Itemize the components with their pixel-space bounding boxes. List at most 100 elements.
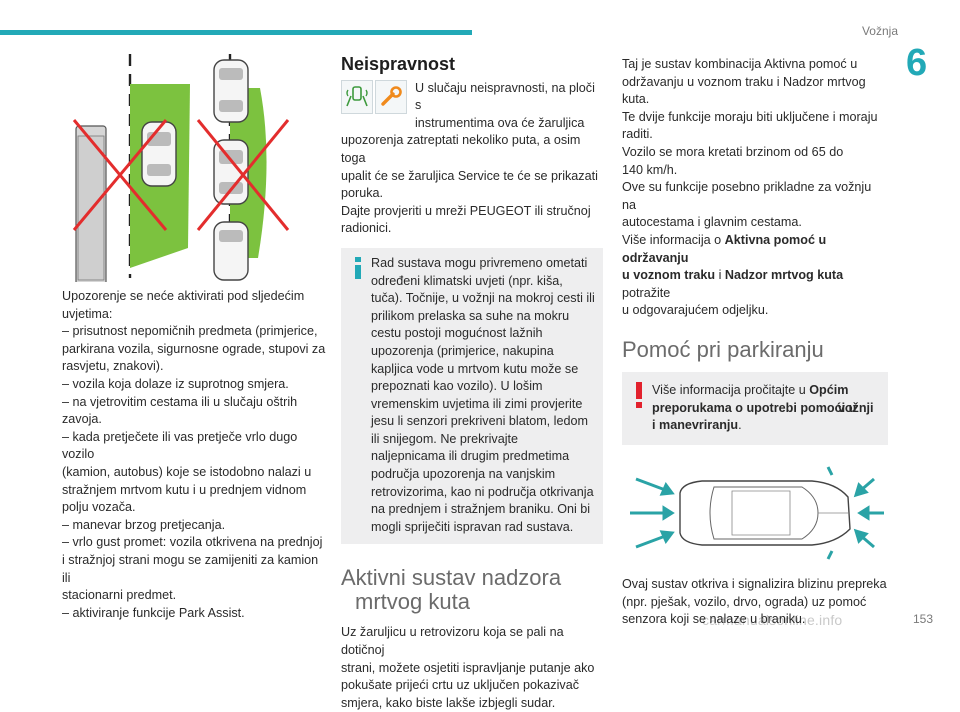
bold-run: Aktivna pomoć u održavanju xyxy=(622,232,827,265)
fault-warning-icons xyxy=(341,79,407,114)
text-line: se prepoznati kao vozilo). xyxy=(371,361,579,394)
text-line: rasvjetu, znakovi). xyxy=(62,359,164,374)
parking-sensors-illustration xyxy=(630,466,884,560)
text-line: smjera, kako biste lakše izbjegli sudar. xyxy=(341,695,556,710)
text-line: Rad sustava mogu privremeno ometati xyxy=(371,255,588,270)
text-line: određeni klimatski uvjeti (npr. kiša, tu… xyxy=(371,273,563,306)
more-info-line: Više informacija o Aktivna pomoć u održa… xyxy=(622,232,888,267)
column-3: Taj je sustav kombinacija Aktivna pomoć … xyxy=(622,56,888,629)
blind-spot-illustration xyxy=(62,52,330,287)
text-line: održavanju u voznom traku i Nadzor mrtvo… xyxy=(622,74,866,89)
warning-line: vožnji i manevriranju. xyxy=(652,401,874,433)
text-line: Ne prekrivajte naljepnicama ili drugim xyxy=(371,431,519,464)
text-line: mogućnost lažnih upozorenja (primjerice, xyxy=(371,326,543,358)
heading-line: mrtvog kuta xyxy=(355,589,470,615)
info-note: Rad sustava mogu privremeno ometati odre… xyxy=(341,247,603,545)
text-line: strani, možete osjetiti ispravljanje put… xyxy=(341,660,595,675)
text-line: stacionarni predmet. xyxy=(62,588,177,603)
text-line: polju vozača. xyxy=(62,500,136,515)
text-line: (npr. pješak, vozilo, drvo, ograda) uz p… xyxy=(622,594,867,609)
text-line: Ovaj sustav otkriva i signalizira blizin… xyxy=(622,577,887,592)
section-header: Vožnja xyxy=(861,24,898,38)
text-line: – vrlo gust promet: vozila otkrivena na … xyxy=(62,535,323,550)
blind-spot-warning-icon xyxy=(341,79,373,114)
active-blind-spot-text: Uz žaruljicu u retrovizoru koja se pali … xyxy=(341,624,603,712)
active-blind-spot-heading: Aktivni sustav nadzora mrtvog kuta xyxy=(341,566,603,614)
text-line: prelaska sa suhe na mokru cestu postoji xyxy=(371,308,570,341)
text-line: nakupina kapljica vode u mrtvom kutu mož… xyxy=(371,343,562,376)
text-line: radionici. xyxy=(341,221,392,236)
blind-spot-diagram xyxy=(72,54,290,287)
warning-line: Više informacija pročitajte u Općim xyxy=(652,383,848,397)
text-line: prednjem i stražnjem braniku. Oni bi mog… xyxy=(371,502,591,534)
conditions-text: Upozorenje se neće aktivirati pod sljede… xyxy=(62,288,330,622)
column-2: Neispravnost U slučaju neispravnosti, na… xyxy=(341,54,603,712)
text-line: instrumentima ova će žaruljica xyxy=(415,115,585,130)
text-line: upalit će se žaruljica Service te će se … xyxy=(341,168,598,183)
text-line: Uz žaruljicu u retrovizoru koja se pali … xyxy=(341,625,564,658)
text-run: . xyxy=(738,418,742,433)
text-line: Ove su funkcije posebno prikladne za vož… xyxy=(622,180,872,212)
text-line: jesu li senzori prekriveni blatom, ledom… xyxy=(371,414,588,446)
bold-run: Nadzor mrtvog kuta xyxy=(724,268,844,283)
parking-assist-text: Ovaj sustav otkriva i signalizira blizin… xyxy=(622,576,888,629)
text-line: Te dvije funkcije moraju biti uključene … xyxy=(622,109,878,124)
text-line: stražnjem mrtvom kutu i u prednjem vidno… xyxy=(62,482,307,497)
header-accent-bar xyxy=(0,30,472,35)
warning-line: preporukama o upotrebi pomoći u xyxy=(652,401,856,415)
text-line: Dajte provjeriti u mreži PEUGEOT ili str… xyxy=(341,203,591,218)
text-line: 140 km/h. xyxy=(622,162,678,177)
bold-run: vožnji i manevriranju xyxy=(652,400,874,433)
service-wrench-icon xyxy=(375,79,407,114)
heading-line: Aktivni sustav nadzora xyxy=(341,565,562,591)
text-line: pokušate prijeći crtu uz uključen pokazi… xyxy=(341,678,580,693)
column-1: Upozorenje se neće aktivirati pod sljede… xyxy=(62,52,330,622)
text-line: Taj je sustav kombinacija Aktivna pomoć … xyxy=(622,57,858,71)
text-line: – kada pretječete ili vas pretječe vrlo … xyxy=(62,429,298,462)
text-line: spriječiti ispravan rad sustava. xyxy=(404,519,574,534)
fault-heading: Neispravnost xyxy=(341,54,456,74)
bold-run: u voznom traku xyxy=(622,268,716,283)
text-line: Točnije, u vožnji na mokroj cesti ili pr… xyxy=(371,291,595,323)
watermark: carmanualsonline.info xyxy=(702,612,843,628)
text-line: upozorenja zatreptati nekoliko puta, a o… xyxy=(341,133,581,165)
text-line: – na vjetrovitim cestama ili u slučaju o… xyxy=(62,394,298,409)
text-run: i xyxy=(715,268,725,283)
parking-assist-heading: Pomoć pri parkiranju xyxy=(622,336,824,362)
text-line: zavoja. xyxy=(62,412,102,427)
text-line: (kamion, autobus) koje se istodobno nala… xyxy=(62,464,312,479)
text-line: senzora koji se nalaze u braniku. xyxy=(622,612,806,627)
bold-run: Općim xyxy=(809,382,849,397)
text-line: autocestama i glavnim cestama. xyxy=(622,215,802,230)
more-info-line: u voznom traku i Nadzor mrtvog kuta potr… xyxy=(622,267,888,302)
chapter-number: 6 xyxy=(906,42,928,84)
text-line: retrovizorima, kao ni područja otkrivanj… xyxy=(371,484,594,517)
text-line: i stražnjoj strani mogu se zamijeniti za… xyxy=(62,552,319,585)
bold-run: preporukama o upotrebi pomoći u xyxy=(652,400,857,415)
text-run: potražite xyxy=(622,285,671,300)
text-line: – aktiviranje funkcije Park Assist. xyxy=(62,605,245,620)
fault-text: U slučaju neispravnosti, na ploči s inst… xyxy=(341,80,603,238)
text-line: – manevar brzog pretjecanja. xyxy=(62,517,226,532)
warning-note: Više informacija pročitajte u Općim prep… xyxy=(622,371,888,445)
text-line: U lošim vremenskim uvjetima ili zimi pro… xyxy=(371,379,583,411)
info-icon xyxy=(355,256,361,279)
text-line: uvjetima: xyxy=(62,306,113,321)
intro-text: Taj je sustav kombinacija Aktivna pomoć … xyxy=(622,56,888,320)
text-line: raditi. xyxy=(622,127,653,142)
text-line: poruka. xyxy=(341,186,384,201)
text-line: Upozorenje se neće aktivirati pod sljede… xyxy=(62,289,305,303)
text-run: Više informacija pročitajte u xyxy=(652,382,810,397)
text-line: kuta. xyxy=(622,92,650,107)
text-run: Više informacija o xyxy=(622,232,725,247)
text-line: predmetima područja upozorenja na vanjsk… xyxy=(371,449,570,482)
text-line: Vozilo se mora kretati brzinom od 65 do xyxy=(622,144,844,159)
text-line: – vozila koja dolaze iz suprotnog smjera… xyxy=(62,376,289,391)
text-line: U slučaju neispravnosti, na ploči s xyxy=(415,80,595,113)
page-number: 153 xyxy=(913,612,934,626)
exclamation-icon xyxy=(636,381,642,408)
text-line: snijegom. xyxy=(382,431,437,446)
text-line: u odgovarajućem odjeljku. xyxy=(622,303,769,318)
text-line: parkirana vozila, sigurnosne ograde, stu… xyxy=(62,341,326,356)
text-line: – prisutnost nepomičnih predmeta (primje… xyxy=(62,324,318,339)
